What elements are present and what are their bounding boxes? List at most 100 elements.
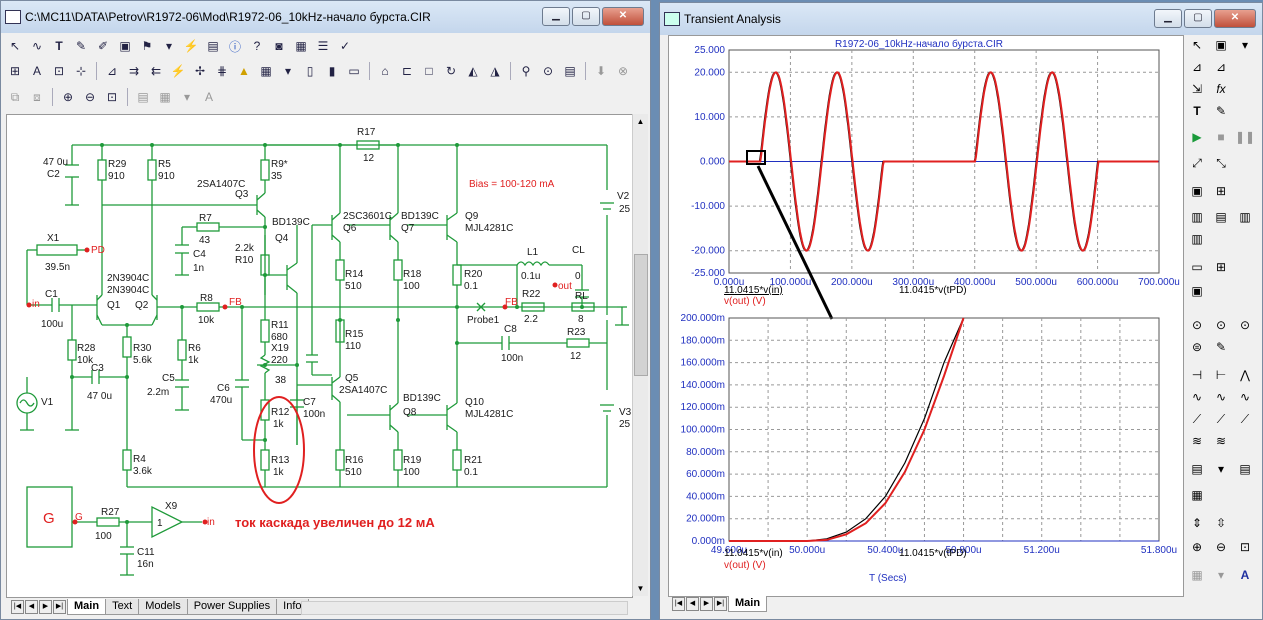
scale2-icon[interactable]: ⊿ xyxy=(1215,60,1227,74)
wave-f-icon[interactable]: ⟋ xyxy=(1240,411,1250,426)
wand-icon[interactable]: ⚡ xyxy=(183,39,199,53)
scroll-thumb[interactable] xyxy=(634,254,648,376)
component-icon[interactable]: ▣ xyxy=(119,39,131,53)
mirror-icon[interactable]: ◭ xyxy=(468,64,478,78)
tab-next-icon-2[interactable]: ▶ xyxy=(700,597,713,611)
help-icon[interactable]: ? xyxy=(253,39,261,53)
zoom-fit-icon[interactable]: ⊡ xyxy=(106,90,118,104)
minimize-button[interactable]: ▁ xyxy=(542,7,570,26)
flip-icon[interactable]: ◮ xyxy=(490,64,500,78)
page-setup-icon[interactable]: ▤ xyxy=(564,64,576,78)
vertical-scrollbar[interactable]: ▲ ▼ xyxy=(632,114,648,596)
font-icon[interactable]: A xyxy=(204,90,213,104)
zoom-out-icon-2[interactable]: ⊖ xyxy=(1215,540,1227,554)
schematic-canvas[interactable]: 47 0u C2 R29 910 R5 910 R9* 35 2SA1407C … xyxy=(6,114,633,598)
dropdown-icon-2[interactable]: ▾ xyxy=(1241,38,1249,52)
select-icon-2[interactable]: ↖ xyxy=(1191,38,1203,52)
valley-icon[interactable]: ⊙ xyxy=(1215,318,1227,332)
cross-icon[interactable]: ✢ xyxy=(194,64,206,78)
pins-icon[interactable]: ⋕ xyxy=(216,64,228,78)
plot-c-icon[interactable]: ▣ xyxy=(1191,284,1203,298)
maximize-button-2[interactable]: ▢ xyxy=(1184,9,1212,28)
frame2-icon[interactable]: ⊞ xyxy=(1215,184,1227,198)
layout-dropdown-icon-2[interactable]: ▾ xyxy=(1217,568,1225,582)
zoom-fit-icon-2[interactable]: ⊡ xyxy=(1239,540,1251,554)
grid-a-icon[interactable]: ▥ xyxy=(1191,210,1203,224)
fit-icon[interactable]: ⇕ xyxy=(1191,516,1203,530)
arrow-box-icon[interactable]: ⇲ xyxy=(1191,82,1203,96)
page-icon[interactable]: ▯ xyxy=(306,64,314,78)
maximize-button[interactable]: ▢ xyxy=(572,7,600,26)
tab-next-icon[interactable]: ▶ xyxy=(39,600,52,614)
slope-icon[interactable]: ⊙ xyxy=(1239,318,1251,332)
flag-icon[interactable]: ⚑ xyxy=(141,39,153,53)
tab-prev-icon-2[interactable]: ◀ xyxy=(686,597,699,611)
marker-b-icon[interactable]: ⊢ xyxy=(1215,368,1227,382)
tab-first-icon-2[interactable]: |◀ xyxy=(672,597,685,611)
info-icon[interactable]: ⓘ xyxy=(228,39,241,54)
font-icon-2[interactable]: A xyxy=(1240,568,1250,582)
layout-icon[interactable]: ▦ xyxy=(159,90,171,104)
down-icon[interactable]: ⬇ xyxy=(595,64,607,78)
grid-d-icon[interactable]: ▥ xyxy=(1191,232,1203,246)
empty-cursor-icon[interactable]: ⊜ xyxy=(1191,340,1203,354)
tab-main[interactable]: Main xyxy=(67,599,107,615)
grid-move-icon[interactable]: ⊹ xyxy=(75,64,87,78)
marker-a-icon[interactable]: ⊣ xyxy=(1191,368,1203,382)
cursor2-icon[interactable]: ⤡ xyxy=(1216,155,1226,170)
scale-icon[interactable]: ⊿ xyxy=(1191,60,1203,74)
wave-h-icon[interactable]: ≋ xyxy=(1215,434,1227,448)
arrow-right-icon[interactable]: ⇉ xyxy=(128,64,140,78)
binoculars-icon[interactable]: ⊙ xyxy=(542,64,554,78)
plot-b-icon[interactable]: ⊞ xyxy=(1215,260,1227,274)
wave-b-icon[interactable]: ∿ xyxy=(1215,390,1227,404)
page2-icon[interactable]: ▮ xyxy=(328,64,336,78)
empty-icon[interactable]: □ xyxy=(425,64,433,78)
stop-icon-2[interactable]: ■ xyxy=(1217,130,1225,144)
tab-prev-icon[interactable]: ◀ xyxy=(25,600,38,614)
wave-g-icon[interactable]: ≋ xyxy=(1191,434,1203,448)
close-button-2[interactable]: ✕ xyxy=(1214,9,1256,28)
tab-text[interactable]: Text xyxy=(105,599,140,615)
tab-first-icon[interactable]: |◀ xyxy=(11,600,24,614)
book-icon[interactable]: ▤ xyxy=(207,39,219,53)
notes-icon[interactable]: ▦ xyxy=(295,39,307,53)
layout-dropdown-icon[interactable]: ▾ xyxy=(183,90,191,104)
attribute-icon[interactable]: A xyxy=(32,64,41,78)
text-icon[interactable]: T xyxy=(55,39,63,53)
frame-icon[interactable]: ▣ xyxy=(1191,184,1203,198)
tab-main-2[interactable]: Main xyxy=(728,596,768,612)
clipboard-dropdown-icon[interactable]: ▾ xyxy=(1217,462,1225,476)
horizontal-scrollbar[interactable] xyxy=(301,601,628,615)
grid-icon[interactable]: ▦ xyxy=(260,64,272,78)
minimize-button-2[interactable]: ▁ xyxy=(1154,9,1182,28)
numeric-icon[interactable]: ▦ xyxy=(1191,488,1203,502)
pin-icon[interactable]: ⊡ xyxy=(53,64,65,78)
print-icon[interactable]: ▤ xyxy=(137,90,149,104)
cursor-icon[interactable]: ⤢ xyxy=(1192,155,1202,170)
fx-icon[interactable]: fx xyxy=(1216,82,1226,96)
stop-icon[interactable]: ⊗ xyxy=(617,64,629,78)
hierarchy-icon[interactable]: ⌂ xyxy=(381,64,389,78)
dropdown2-icon[interactable]: ▾ xyxy=(284,64,292,78)
camera-icon[interactable]: ◙ xyxy=(275,39,283,53)
arrow-left-icon[interactable]: ⇇ xyxy=(150,64,162,78)
find-icon[interactable]: ⚲ xyxy=(521,64,531,78)
tag-icon[interactable]: ✎ xyxy=(1215,340,1227,354)
zoom-in-icon-2[interactable]: ⊕ xyxy=(1191,540,1203,554)
tab-power-supplies[interactable]: Power Supplies xyxy=(186,599,278,615)
lightning-icon[interactable]: ⚡ xyxy=(170,64,186,78)
component-icon-2[interactable]: ▣ xyxy=(1215,38,1227,52)
list-icon[interactable]: ☰ xyxy=(317,39,329,53)
probe-icon[interactable]: ⊿ xyxy=(106,64,118,78)
close-button[interactable]: ✕ xyxy=(602,7,644,26)
text-icon-2[interactable]: T xyxy=(1193,104,1201,118)
fit2-icon[interactable]: ⇳ xyxy=(1215,516,1227,530)
edit-icon[interactable]: ✎ xyxy=(1215,104,1227,118)
layout-icon-2[interactable]: ▦ xyxy=(1191,568,1203,582)
paste-icon[interactable]: ⧈ xyxy=(33,89,41,104)
peak-icon[interactable]: ⊙ xyxy=(1191,318,1203,332)
wave-c-icon[interactable]: ∿ xyxy=(1239,390,1251,404)
grid-c-icon[interactable]: ▥ xyxy=(1239,210,1251,224)
